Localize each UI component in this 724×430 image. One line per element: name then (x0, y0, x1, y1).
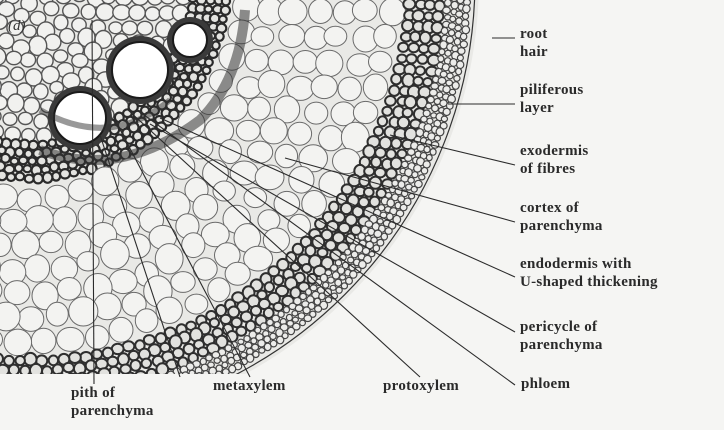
label-protoxylem: protoxylem (383, 377, 459, 395)
label-phloem: phloem (521, 375, 570, 393)
label-metaxylem: metaxylem (213, 377, 286, 395)
label-cortex: cortex of parenchyma (520, 199, 603, 235)
label-piliferous-layer: piliferous layer (520, 81, 584, 117)
label-exodermis: exodermis of fibres (520, 142, 589, 178)
label-endodermis: endodermis with U-shaped thickening (520, 255, 658, 291)
label-pith: pith of parenchyma (71, 384, 154, 420)
panel-label: (d) (8, 18, 26, 35)
label-root-hair: root hair (520, 25, 548, 61)
label-pericycle: pericycle of parenchyma (520, 318, 603, 354)
